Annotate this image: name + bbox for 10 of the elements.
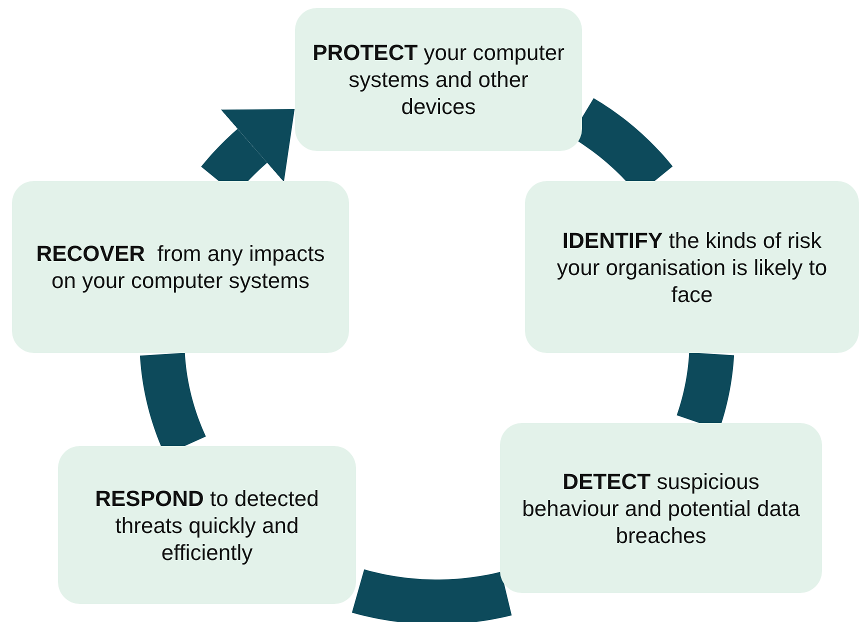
step-text: PROTECT your computer systems and other devices (312, 39, 566, 120)
step-text: RECOVER from any impacts on your computer systems (35, 240, 326, 294)
step-text: DETECT suspicious behaviour and potential data breaches (521, 468, 801, 548)
step-box (500, 423, 822, 593)
step-box (295, 8, 582, 151)
step-text: IDENTIFY the kinds of risk your organisation is likely to face (556, 226, 828, 308)
step-box (58, 446, 356, 604)
step-box (12, 181, 349, 353)
step-box (525, 181, 859, 353)
step-text: RESPOND to detected threats quickly and efficiently (94, 484, 320, 566)
